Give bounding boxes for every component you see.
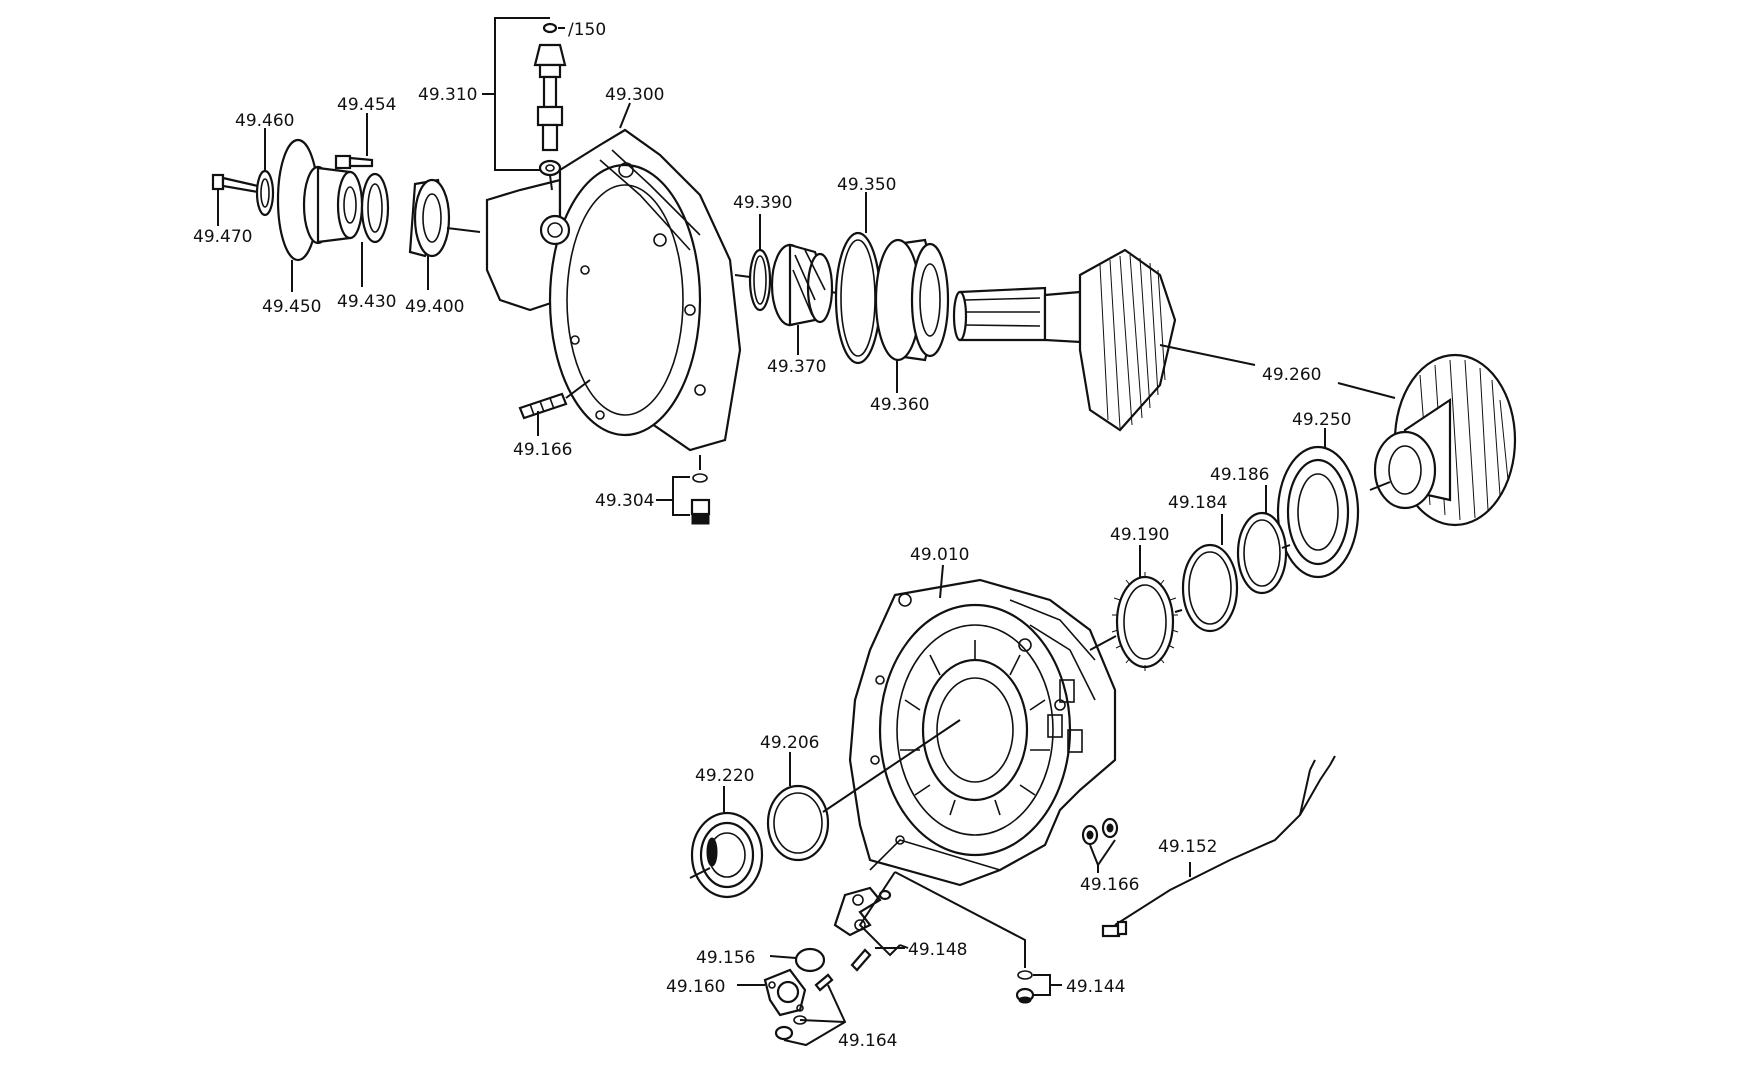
part-49-190-tone-ring [1111,572,1179,671]
label-49-360: 49.360 [870,395,929,415]
part-49-166-studs-bottom [1081,817,1119,846]
part-49-260-pinion-shaft [952,248,1177,432]
part-49-166-stud-top [518,392,568,420]
label-49-454: 49.454 [337,95,396,115]
part-labels: /150 49.310 49.300 49.454 49.460 49.470 … [193,20,1351,1051]
leader-lines [217,17,1396,1047]
label-49-300: 49.300 [605,85,664,105]
label-49-144: 49.144 [1066,977,1125,997]
part-49-450-flange [276,138,364,262]
label-49-164: 49.164 [838,1031,897,1051]
part-49-310-assembly [533,22,567,177]
label-49-400: 49.400 [405,297,464,317]
label-49-430: 49.430 [337,292,396,312]
part-49-460-washer [255,169,275,217]
label-49-460: 49.460 [235,111,294,131]
part-49-184-ring [1181,543,1239,633]
label-49-010: 49.010 [910,545,969,565]
part-49-250-bearing [1276,445,1360,579]
part-49-370-pinion [770,243,834,327]
part-49-148-bracket [833,886,892,972]
part-49-300-housing [485,128,742,452]
label-49-206: 49.206 [760,733,819,753]
label-49-250: 49.250 [1292,410,1351,430]
part-49-144-plug [1015,970,1035,1004]
part-49-360-bearing [874,238,950,362]
label-49-470: 49.470 [193,227,252,247]
label-49-156: 49.156 [696,948,755,968]
part-49-350-shim [834,231,882,365]
part-49-010-housing [848,578,1117,887]
part-49-390-ring [748,248,772,312]
label-49-186: 49.186 [1210,465,1269,485]
label-49-152: 49.152 [1158,837,1217,857]
label-49-450: 49.450 [262,297,321,317]
part-49-206-seal-ring [766,784,830,862]
part-49-152-harness [1101,755,1336,938]
label-49-390: 49.390 [733,193,792,213]
label-150: /150 [568,20,606,40]
part-49-220-shaft-seal [690,811,764,899]
part-49-260-ring-gear [1373,353,1517,527]
part-49-454-bolt [334,154,374,170]
part-49-470-bolt [211,173,260,194]
label-49-220: 49.220 [695,766,754,786]
label-49-148: 49.148 [908,940,967,960]
part-49-304-plug [690,473,711,525]
part-49-400-bearing [408,178,451,258]
part-49-430-seal [360,172,390,244]
label-49-160: 49.160 [666,977,725,997]
part-49-160-sensor [763,968,834,1017]
part-49-156-o-ring [794,947,826,973]
label-49-310: 49.310 [418,85,477,105]
part-49-186-circlip [1236,511,1288,595]
label-49-304: 49.304 [595,491,654,511]
label-49-184: 49.184 [1168,493,1227,513]
label-49-350: 49.350 [837,175,896,195]
label-49-166-top: 49.166 [513,440,572,460]
label-49-190: 49.190 [1110,525,1169,545]
label-49-166-bottom: 49.166 [1080,875,1139,895]
label-49-260: 49.260 [1262,365,1321,385]
label-49-370: 49.370 [767,357,826,377]
